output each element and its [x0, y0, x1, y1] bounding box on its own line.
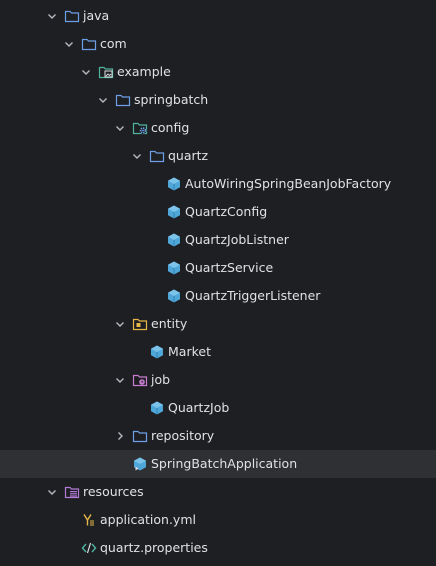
tree-item-quartz-properties[interactable]: quartz.properties [0, 534, 436, 562]
tree-item-quartzservice[interactable]: QuartzService [0, 254, 436, 282]
tree-item-config[interactable]: config [0, 114, 436, 142]
java-class-icon [166, 204, 182, 220]
tree-item-label: config [151, 120, 190, 135]
tree-item-label: AutoWiringSpringBeanJobFactory [185, 176, 392, 191]
chevron-down-icon[interactable] [80, 66, 92, 78]
folder-icon [132, 428, 148, 444]
tree-item-job[interactable]: job [0, 366, 436, 394]
java-class-icon [166, 288, 182, 304]
chevron-down-icon[interactable] [63, 38, 75, 50]
folder-resources-icon [64, 484, 80, 500]
tree-item-label: job [151, 372, 171, 387]
java-class-icon [166, 176, 182, 192]
folder-icon [64, 8, 80, 24]
tree-item-label: Market [168, 344, 211, 359]
tree-item-label: resources [83, 484, 144, 499]
chevron-down-icon[interactable] [114, 122, 126, 134]
folder-icon [149, 148, 165, 164]
yaml-file-icon [81, 512, 97, 528]
tree-item-label: QuartzJob [168, 400, 230, 415]
tree-item-label: example [117, 64, 171, 79]
tree-item-market[interactable]: Market [0, 338, 436, 366]
tree-item-label: QuartzService [185, 260, 274, 275]
folder-image-icon [98, 64, 114, 80]
tree-item-label: QuartzConfig [185, 204, 268, 219]
properties-file-icon [81, 540, 97, 556]
tree-item-label: QuartzTriggerListener [185, 288, 321, 303]
folder-entity-icon [132, 316, 148, 332]
spring-app-icon [132, 456, 148, 472]
tree-item-repository[interactable]: repository [0, 422, 436, 450]
java-class-icon [166, 232, 182, 248]
folder-job-icon [132, 372, 148, 388]
tree-item-label: quartz.properties [100, 540, 208, 555]
java-class-icon [166, 260, 182, 276]
tree-item-quartzjob[interactable]: QuartzJob [0, 394, 436, 422]
tree-item-resources[interactable]: resources [0, 478, 436, 506]
tree-item-label: quartz [168, 148, 209, 163]
tree-item-label: SpringBatchApplication [151, 456, 298, 471]
tree-item-label: application.yml [100, 512, 196, 527]
chevron-down-icon[interactable] [97, 94, 109, 106]
tree-item-entity[interactable]: entity [0, 310, 436, 338]
chevron-down-icon[interactable] [131, 150, 143, 162]
tree-item-label: QuartzJobListner [185, 232, 289, 247]
tree-item-label: entity [151, 316, 188, 331]
tree-item-label: springbatch [134, 92, 209, 107]
tree-item-example[interactable]: example [0, 58, 436, 86]
folder-icon [115, 92, 131, 108]
tree-item-label: java [83, 8, 110, 23]
chevron-down-icon[interactable] [46, 10, 58, 22]
tree-item-label: com [100, 36, 127, 51]
chevron-right-icon[interactable] [114, 430, 126, 442]
tree-item-label: repository [151, 428, 215, 443]
tree-item-application-yml[interactable]: application.yml [0, 506, 436, 534]
tree-item-springbatch[interactable]: springbatch [0, 86, 436, 114]
tree-item-quartzjoblistner[interactable]: QuartzJobListner [0, 226, 436, 254]
tree-item-quartztriggerlistener[interactable]: QuartzTriggerListener [0, 282, 436, 310]
tree-item-springbatchapplication[interactable]: SpringBatchApplication [0, 450, 436, 478]
tree-item-autowiringspringbeanjobfactory[interactable]: AutoWiringSpringBeanJobFactory [0, 170, 436, 198]
folder-gear-icon [132, 120, 148, 136]
folder-icon [81, 36, 97, 52]
chevron-down-icon[interactable] [114, 374, 126, 386]
java-class-icon [149, 344, 165, 360]
java-class-icon [149, 400, 165, 416]
tree-item-quartz[interactable]: quartz [0, 142, 436, 170]
tree-item-java[interactable]: java [0, 2, 436, 30]
tree-item-com[interactable]: com [0, 30, 436, 58]
chevron-down-icon[interactable] [114, 318, 126, 330]
tree-item-quartzconfig[interactable]: QuartzConfig [0, 198, 436, 226]
chevron-down-icon[interactable] [46, 486, 58, 498]
